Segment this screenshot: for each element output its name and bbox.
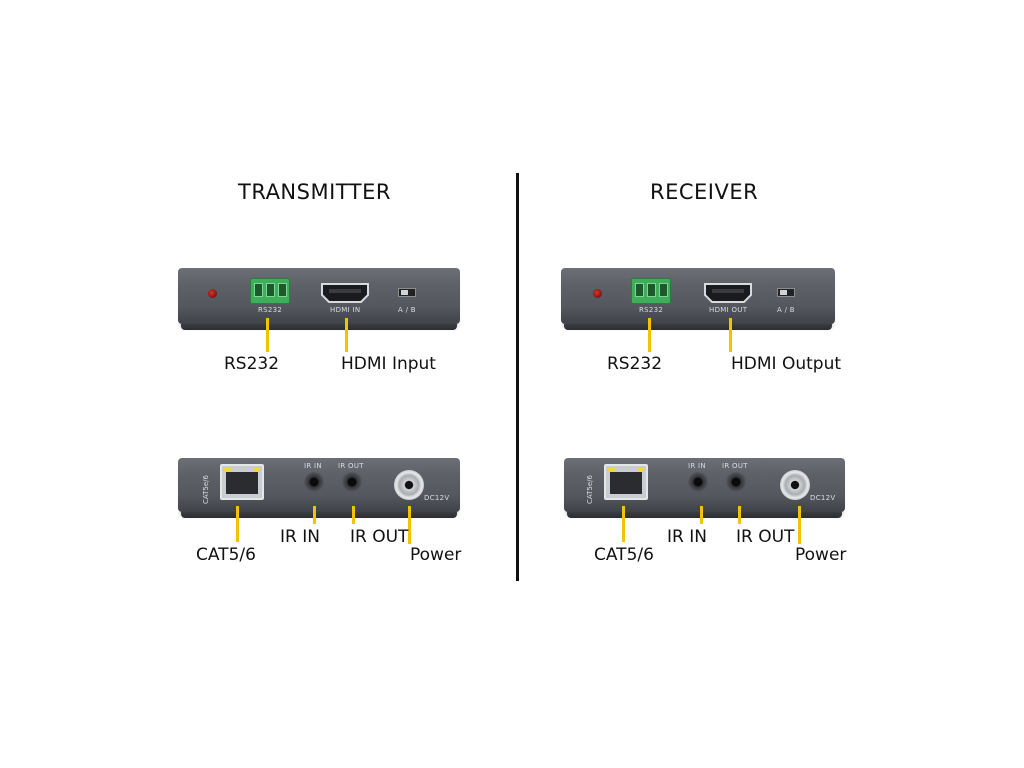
cat-port-label: CAT5e/6 [202,475,210,504]
callout-ir-out: IR OUT [350,527,409,547]
ir-in-jack-icon [688,472,708,492]
dc-port-label: DC12V [810,494,836,502]
power-led-icon [593,289,602,298]
section-divider [516,173,519,581]
cat-port-label: CAT5e/6 [586,475,594,504]
hdmi-port-label: HDMI OUT [709,306,748,314]
switch-label: A / B [777,306,795,314]
rs232-port-label: RS232 [258,306,283,314]
transmitter-rear-panel: CAT5e/6 IR IN IR OUT DC12V [178,458,460,518]
callout-power: Power [410,545,462,565]
callout-ir-out: IR OUT [736,527,795,547]
leader-line [648,318,651,352]
callout-power: Power [795,545,847,565]
callout-hdmi-input: HDMI Input [341,354,436,374]
transmitter-front-panel: RS232 HDMI IN A / B [178,268,460,330]
ir-in-port-label: IR IN [304,462,322,470]
callout-rs232: RS232 [607,354,663,374]
leader-line [738,506,741,524]
rj45-port-icon [220,464,264,500]
callout-cat: CAT5/6 [196,545,256,565]
receiver-title: RECEIVER [650,180,759,204]
receiver-front-panel: RS232 HDMI OUT A / B [561,268,835,330]
hdmi-port-icon [703,282,753,304]
callout-ir-in: IR IN [667,527,707,547]
leader-line [700,506,703,524]
ir-out-jack-icon [342,472,362,492]
power-led-icon [208,289,217,298]
receiver-rear-panel: CAT5e/6 IR IN IR OUT DC12V [564,458,845,518]
leader-line [729,318,732,352]
transmitter-title: TRANSMITTER [238,180,391,204]
ir-out-port-label: IR OUT [722,462,748,470]
leader-line [345,318,348,352]
rs232-port-label: RS232 [639,306,664,314]
rs232-terminal-block [631,278,671,304]
leader-line [236,506,239,542]
leader-line [266,318,269,352]
leader-line [313,506,316,524]
dc-port-label: DC12V [424,494,450,502]
leader-line [408,506,411,544]
callout-hdmi-output: HDMI Output [731,354,842,374]
rj45-port-icon [604,464,648,500]
leader-line [798,506,801,544]
hdmi-port-label: HDMI IN [330,306,361,314]
callout-rs232: RS232 [224,354,280,374]
dc-power-jack-icon [780,470,810,500]
callout-cat: CAT5/6 [594,545,654,565]
ir-out-port-label: IR OUT [338,462,364,470]
rs232-terminal-block [250,278,290,304]
hdmi-port-icon [320,282,370,304]
switch-label: A / B [398,306,416,314]
ir-in-port-label: IR IN [688,462,706,470]
ir-out-jack-icon [726,472,746,492]
leader-line [622,506,625,542]
callout-ir-in: IR IN [280,527,320,547]
ab-switch [398,288,416,297]
ab-switch [777,288,795,297]
leader-line [352,506,355,524]
ir-in-jack-icon [304,472,324,492]
dc-power-jack-icon [394,470,424,500]
